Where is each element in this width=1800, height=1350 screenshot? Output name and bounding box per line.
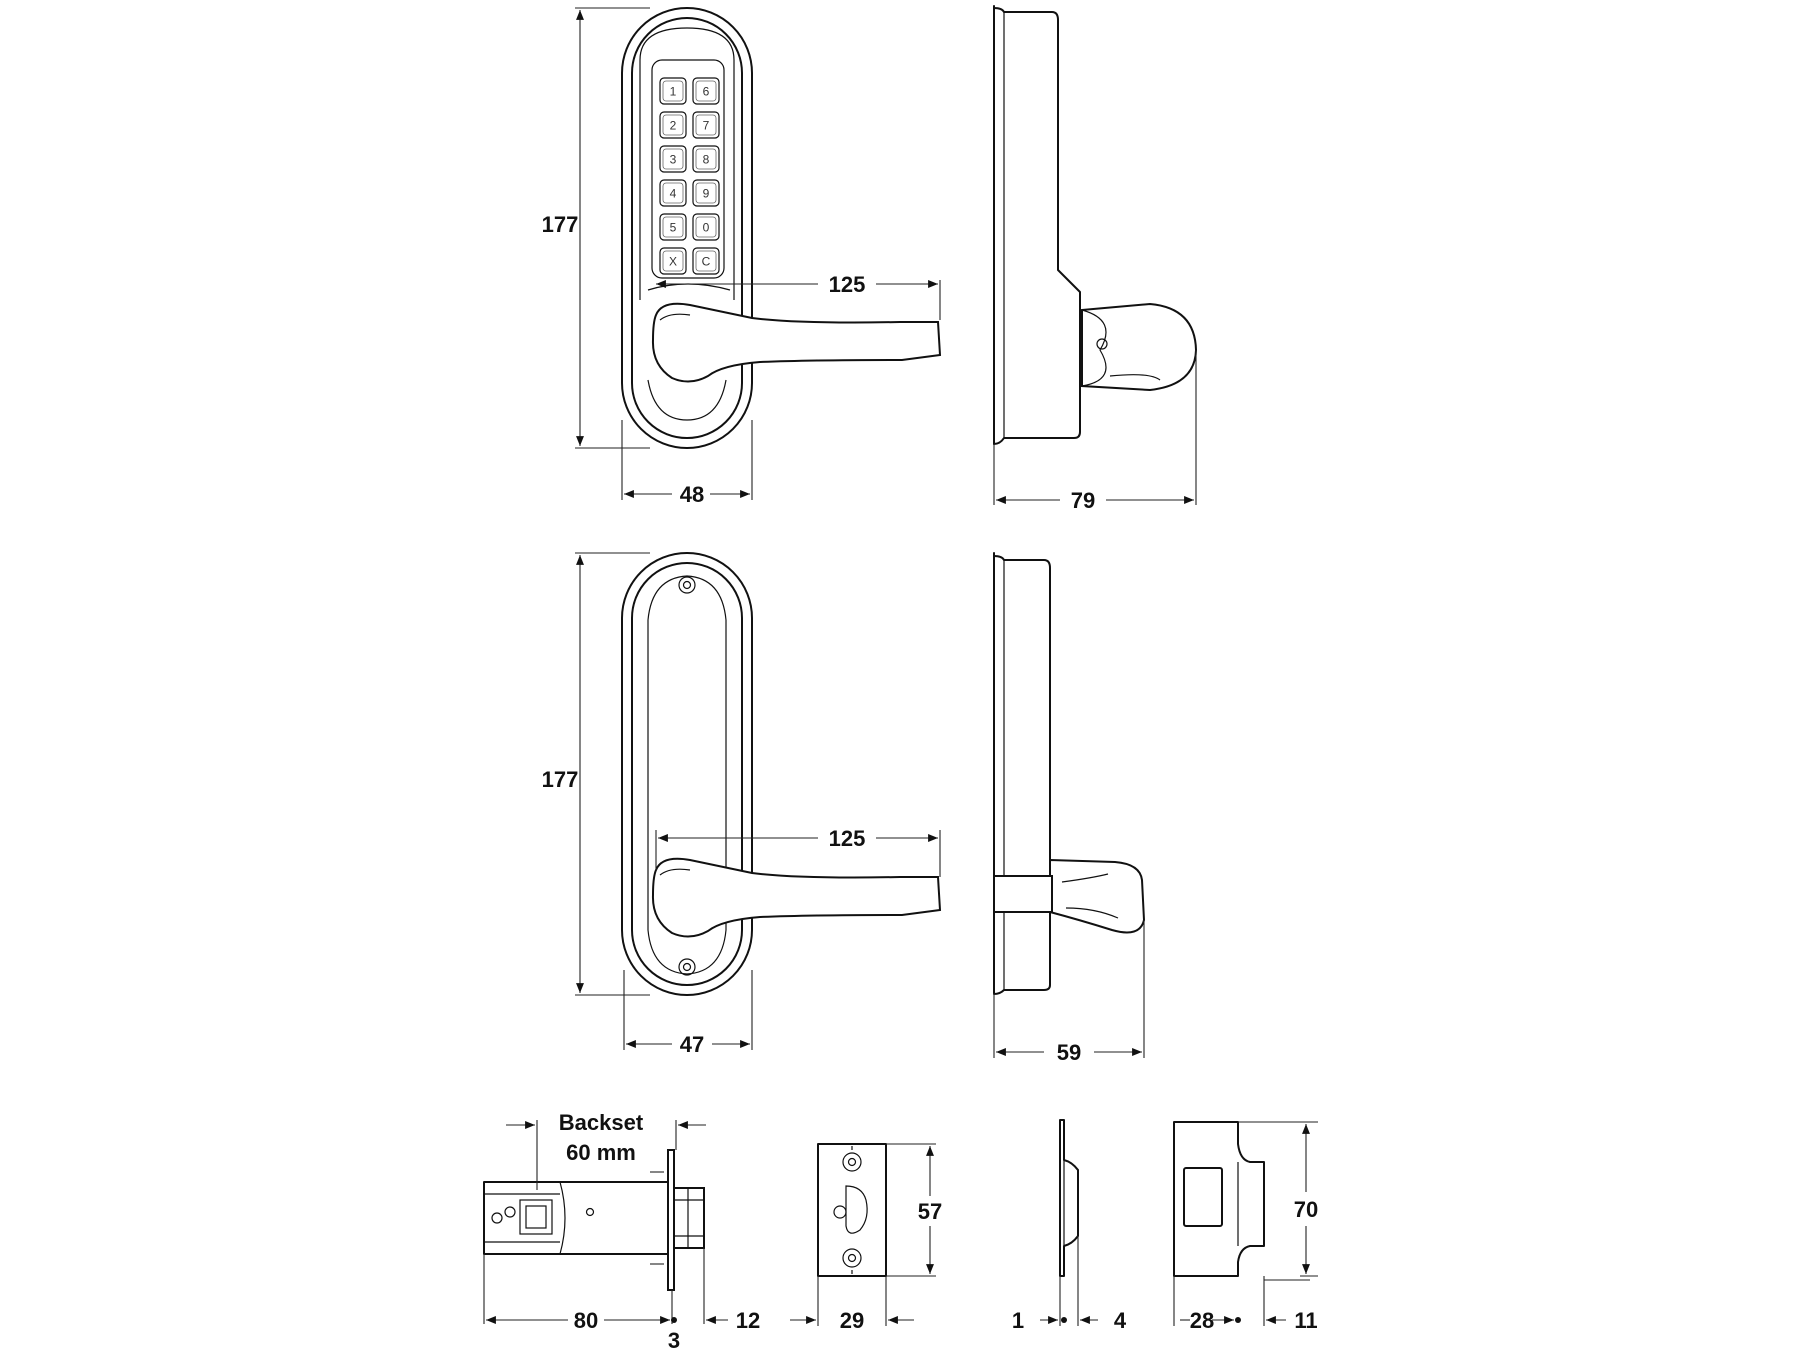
keypad-key[interactable]: 7 (692, 111, 720, 139)
keypad-key-label: 9 (703, 187, 710, 201)
keypad-key[interactable]: 0 (692, 213, 720, 241)
keypad-key[interactable]: C (692, 247, 720, 275)
dim-latch-length (483, 1254, 673, 1324)
keypad-key-label: 8 (703, 153, 710, 167)
keypad-key-label: 3 (670, 153, 677, 167)
dim-keep-lip (1263, 1276, 1310, 1326)
dim-label-latch-length: 80 (574, 1308, 598, 1333)
dim-bottom-side-depth (993, 920, 1145, 1058)
dim-label-latch-forend: 12 (736, 1308, 760, 1333)
dim-label-backset: Backset (559, 1110, 644, 1135)
keypad-key[interactable]: 3 (659, 145, 687, 173)
dim-keep-width (1173, 1276, 1234, 1326)
dim-label-strike-width: 29 (840, 1308, 864, 1333)
dim-label-backset-value: 60 mm (566, 1140, 636, 1165)
strike-side-profile (1059, 1119, 1079, 1277)
dim-label-keep-plate: 1 (1012, 1308, 1024, 1333)
strike-plate (817, 1143, 887, 1277)
dim-latch-forend (703, 1248, 728, 1324)
dim-label-top-width: 48 (680, 482, 704, 507)
dim-label-top-height: 177 (542, 212, 579, 237)
keypad-key-label: C (702, 255, 711, 269)
keypad-key-label: 0 (703, 221, 710, 235)
dim-label-top-lever: 125 (829, 272, 866, 297)
tubular-latch (483, 1149, 705, 1291)
lever-handle-top (651, 302, 942, 383)
dim-label-keep-lip: 11 (1294, 1308, 1317, 1333)
dim-latch-backset (506, 1120, 706, 1190)
keypad-key[interactable]: 4 (659, 179, 687, 207)
keypad-key-label: X (669, 255, 677, 269)
keypad-key[interactable]: 5 (659, 213, 687, 241)
dim-label-keep-width: 28 (1190, 1308, 1214, 1333)
dim-label-top-side-depth: 79 (1071, 488, 1095, 513)
dim-label-bottom-width: 47 (680, 1032, 704, 1057)
dim-label-bottom-lever: 125 (829, 826, 866, 851)
dim-label-latch-faceplate: 3 (668, 1328, 680, 1350)
dim-bottom-width (623, 970, 753, 1050)
plain-front-view (621, 552, 753, 996)
dim-bottom-lever (655, 830, 941, 877)
keypad-key[interactable]: 8 (692, 145, 720, 173)
keypad-front-view: 1 6 2 7 3 8 4 9 5 0X C (621, 7, 753, 449)
dim-top-height (575, 7, 650, 449)
keypad-key[interactable]: X (659, 247, 687, 275)
keypad-key[interactable]: 1 (659, 77, 687, 105)
dim-keep-height (1238, 1121, 1318, 1277)
dim-strike-width (790, 1276, 914, 1326)
keypad-key-label: 2 (670, 119, 677, 133)
dim-label-keep-gap: 4 (1114, 1308, 1127, 1333)
dim-keep-gap (1040, 1236, 1098, 1326)
box-keep (1173, 1121, 1265, 1277)
dim-top-side-depth (993, 350, 1197, 505)
keypad-key-label: 7 (703, 119, 710, 133)
dim-label-bottom-height: 177 (542, 767, 579, 792)
dim-top-lever (656, 280, 941, 320)
plain-side-view (993, 552, 1146, 995)
dim-label-bottom-side-depth: 59 (1057, 1040, 1081, 1065)
lever-handle-bottom (651, 857, 942, 938)
dim-top-width (621, 420, 753, 500)
keypad-key[interactable]: 6 (692, 77, 720, 105)
dim-label-keep-height: 70 (1294, 1197, 1318, 1222)
keypad-key-label: 5 (670, 221, 677, 235)
dim-bottom-height (575, 552, 650, 996)
keypad-key-label: 1 (670, 85, 677, 99)
dim-strike-height (886, 1143, 936, 1277)
keypad-side-view (993, 5, 1198, 445)
keypad-key-label: 6 (703, 85, 710, 99)
keypad-key[interactable]: 2 (659, 111, 687, 139)
keypad-key[interactable]: 9 (692, 179, 720, 207)
keypad-key-label: 4 (670, 187, 677, 201)
dim-label-strike-height: 57 (918, 1199, 942, 1224)
keypad-grid: 1 6 2 7 3 8 4 9 5 0X C (659, 77, 720, 275)
